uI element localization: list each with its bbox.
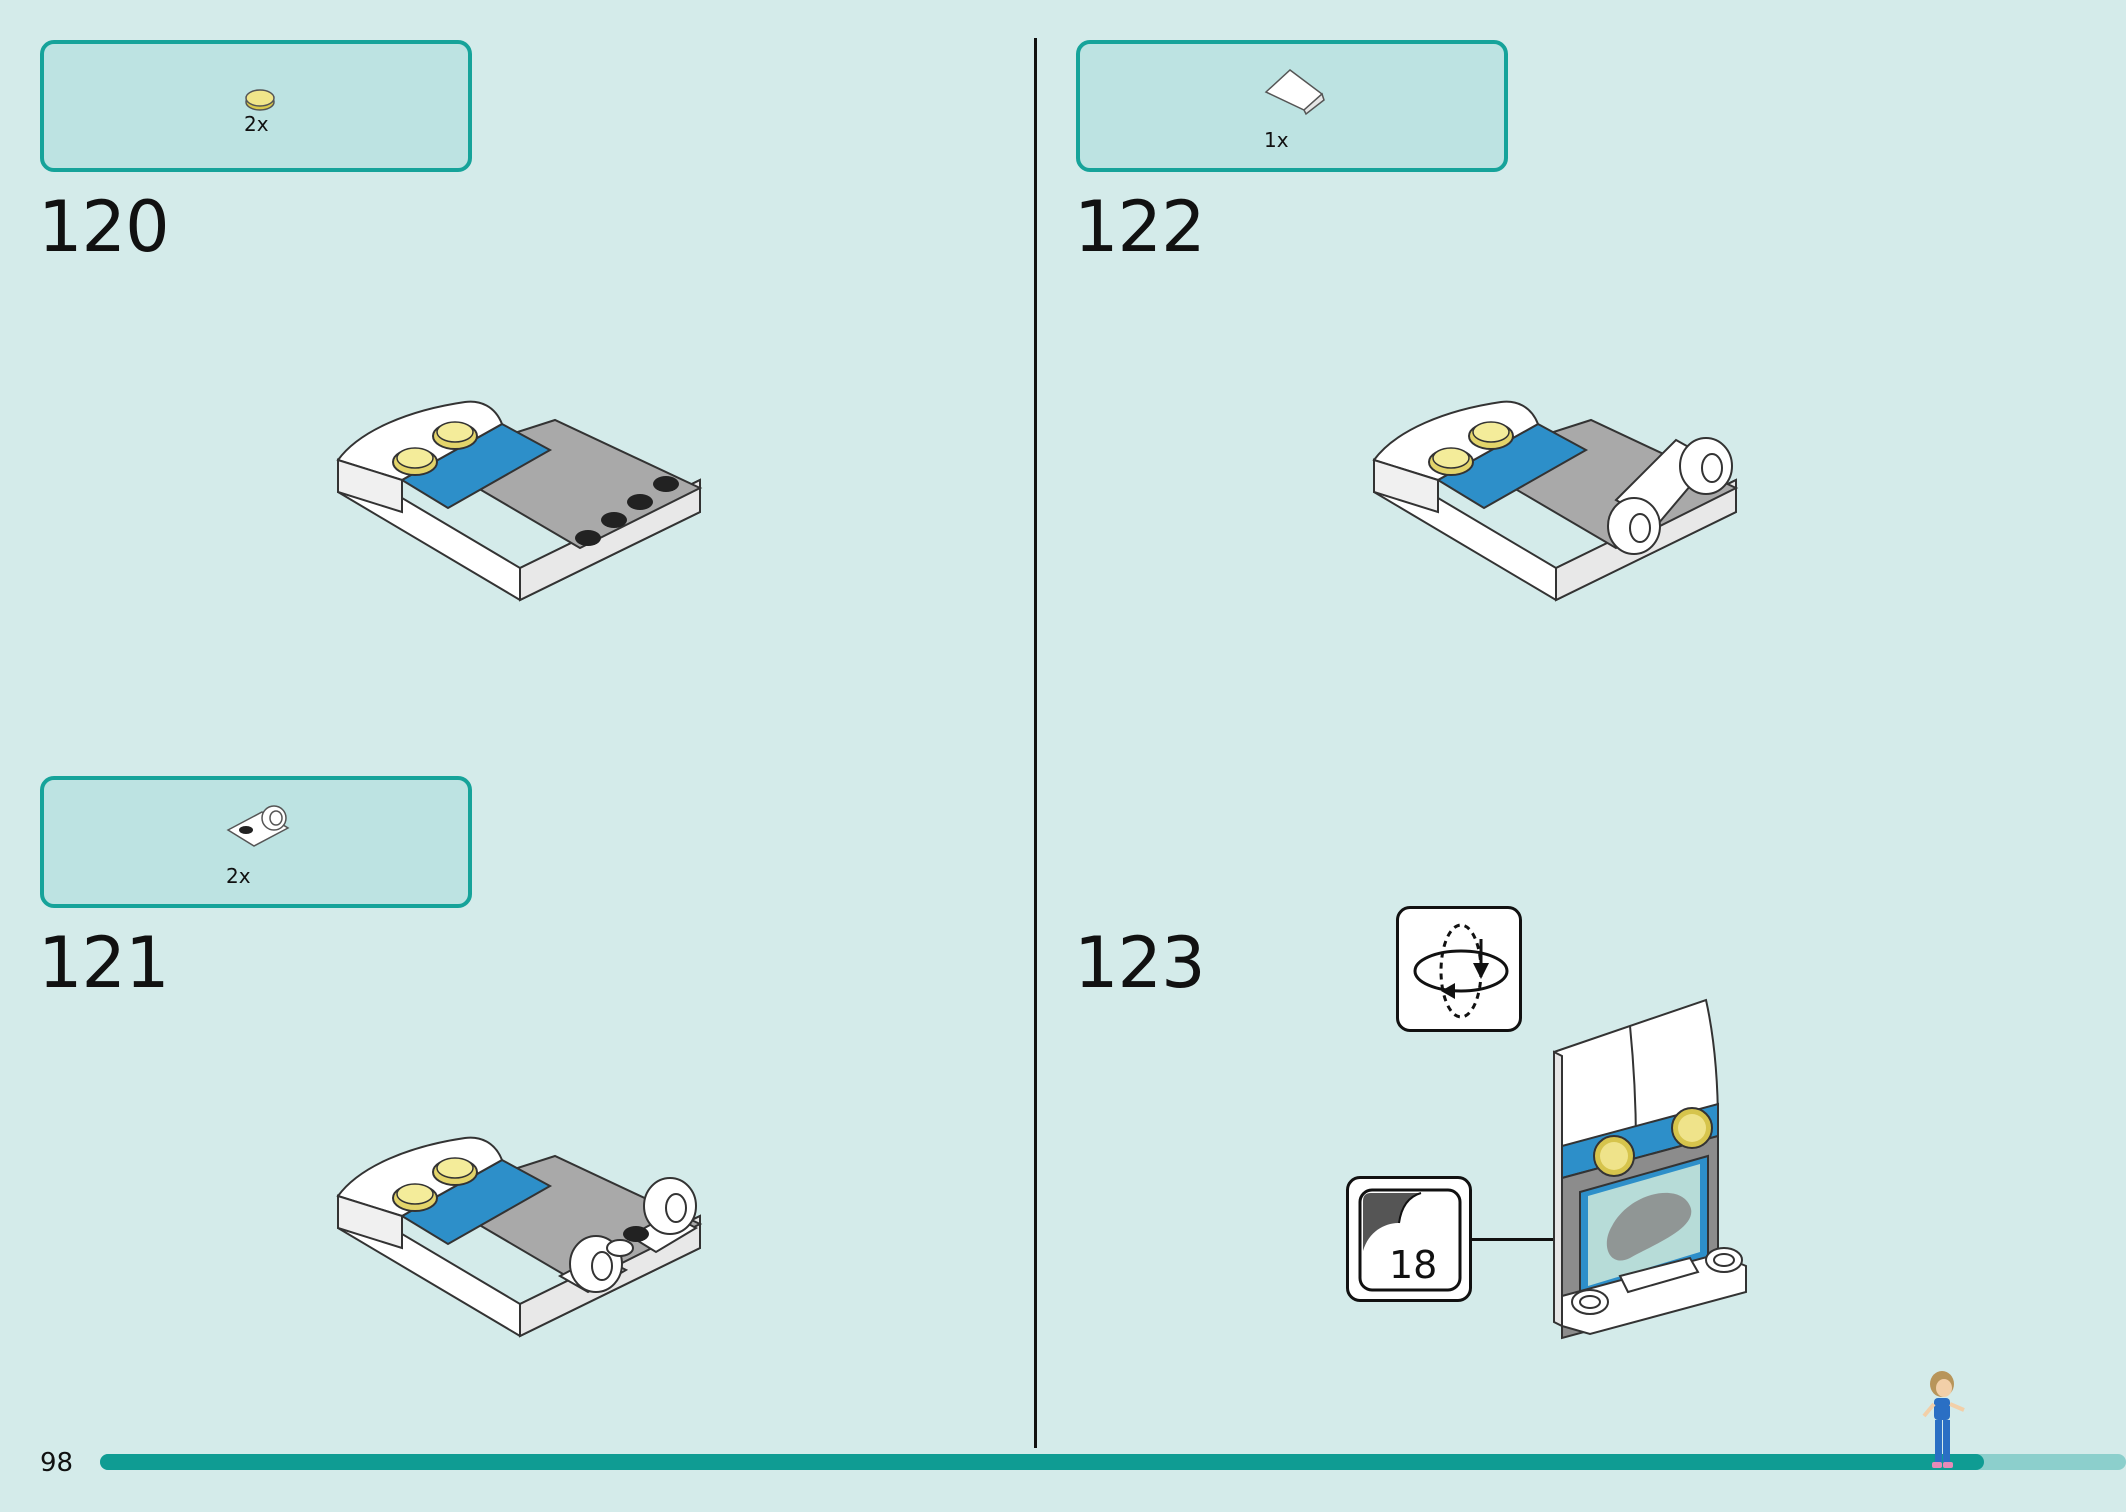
model-step-123 [1552, 998, 1747, 1340]
sticker-pointer-line [1472, 1238, 1590, 1241]
parts-callout-121: 2x [40, 776, 472, 908]
model-step-122 [1372, 400, 1739, 602]
sticker-callout: 18 [1346, 1176, 1472, 1302]
page-number: 98 [40, 1448, 74, 1478]
white-slope-icon [1264, 69, 1325, 116]
step-number-123: 123 [1074, 922, 1206, 1004]
rotate-model-icon [1413, 923, 1509, 1019]
parts-callout-120: 2x [40, 40, 472, 172]
sticker-number: 18 [1389, 1243, 1438, 1287]
progress-bar [100, 1454, 1984, 1470]
white-plate-clip-icon [226, 805, 290, 847]
yellow-round-tile-icon [245, 89, 275, 111]
parts-quantity: 1x [1264, 128, 1289, 152]
step-number-121: 121 [38, 922, 170, 1004]
sticker-icon [1358, 1188, 1462, 1292]
step-number-122: 122 [1074, 186, 1206, 268]
rotate-model-callout [1396, 906, 1522, 1032]
parts-quantity: 2x [226, 864, 251, 888]
model-step-121 [336, 1136, 703, 1338]
parts-callout-122: 1x [1076, 40, 1508, 172]
model-step-120 [336, 400, 703, 602]
minidoll-figure-icon [1922, 1371, 1965, 1468]
parts-quantity: 2x [244, 112, 269, 136]
page-divider [1034, 38, 1037, 1448]
step-number-120: 120 [38, 186, 170, 268]
